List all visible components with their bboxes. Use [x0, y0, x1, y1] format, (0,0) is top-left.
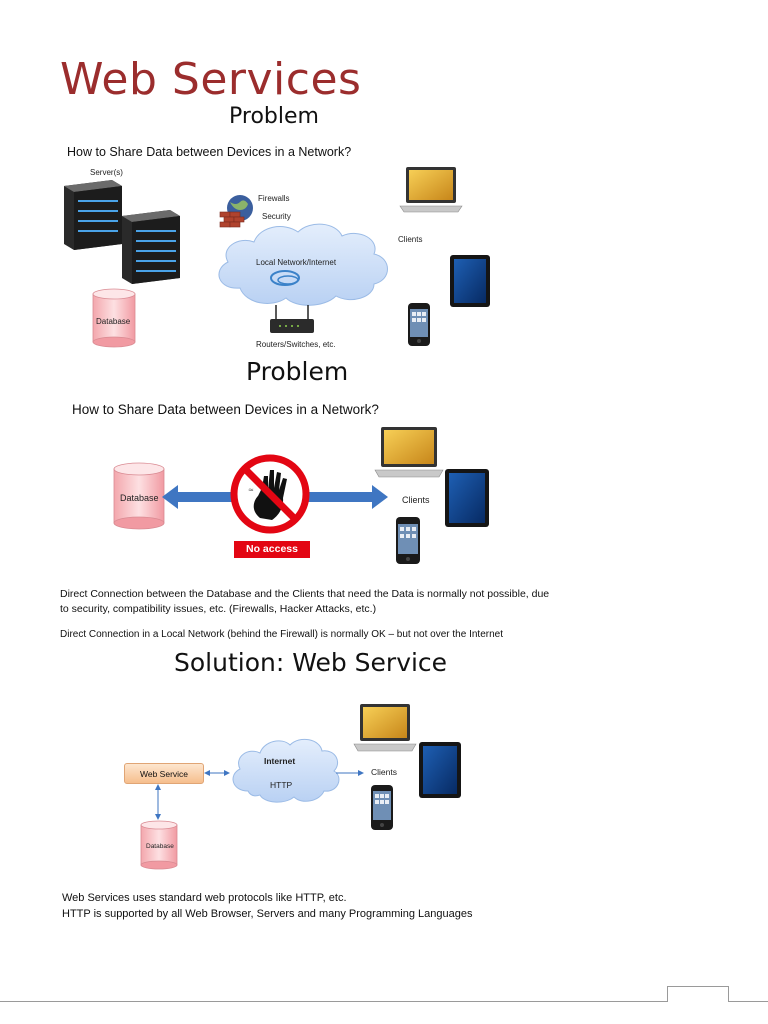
slide2-note-local: Direct Connection in a Local Network (be… — [60, 629, 503, 640]
network-label: Local Network/Internet — [256, 258, 337, 267]
database-label: Database — [120, 493, 159, 503]
laptop-icon — [374, 427, 444, 478]
database-icon — [92, 288, 136, 348]
tablet-icon — [450, 255, 490, 307]
slide2-question: How to Share Data between Devices in a N… — [72, 402, 379, 417]
internet-label: Internet — [264, 756, 296, 766]
clients-label: Clients — [371, 767, 397, 777]
slide2-note-line2: to security, compatibility issues, etc. … — [60, 603, 377, 615]
internet-cloud — [232, 738, 340, 803]
page-title: Web Services — [60, 54, 362, 105]
clients-label: Clients — [398, 235, 423, 244]
no-access-icon: ≈ — [230, 454, 310, 534]
slide2-heading: Problem — [246, 357, 349, 386]
tablet-icon — [445, 469, 489, 527]
firewalls-label: Firewalls — [258, 194, 290, 203]
phone-icon — [408, 303, 430, 346]
slide2-note-line1: Direct Connection between the Database a… — [60, 588, 550, 600]
database-label: Database — [146, 843, 174, 850]
slide1-heading: Problem — [229, 104, 319, 129]
page-number-tab — [667, 986, 729, 1002]
laptop-icon — [353, 704, 417, 752]
footer-rule — [0, 1001, 768, 1002]
slide3-note: Web Services uses standard web protocols… — [62, 890, 582, 922]
network-cloud — [218, 223, 388, 306]
server-icon — [64, 180, 180, 284]
no-access-badge: No access — [234, 541, 310, 558]
routers-label: Routers/Switches, etc. — [256, 340, 336, 349]
http-label: HTTP — [270, 780, 293, 790]
servers-label: Server(s) — [90, 168, 123, 177]
svg-text:≈: ≈ — [248, 486, 254, 494]
database-icon — [140, 820, 178, 870]
clients-label: Clients — [402, 495, 430, 505]
laptop-icon — [399, 167, 463, 213]
slide1-question: How to Share Data between Devices in a N… — [67, 145, 352, 159]
database-icon — [113, 462, 165, 530]
database-label: Database — [96, 317, 131, 326]
slide3-note-line2: HTTP is supported by all Web Browser, Se… — [62, 908, 473, 920]
slide2-note: Direct Connection between the Database a… — [60, 587, 560, 617]
connection-arrows — [155, 770, 364, 820]
phone-icon — [371, 785, 393, 830]
router-icon — [270, 305, 314, 333]
web-service-box: Web Service — [124, 763, 204, 784]
phone-icon — [396, 517, 420, 564]
slide3-heading: Solution: Web Service — [174, 648, 448, 677]
firewall-icon — [219, 195, 253, 228]
tablet-icon — [419, 742, 461, 798]
slide3-note-line1: Web Services uses standard web protocols… — [62, 892, 347, 904]
security-label: Security — [262, 212, 291, 221]
